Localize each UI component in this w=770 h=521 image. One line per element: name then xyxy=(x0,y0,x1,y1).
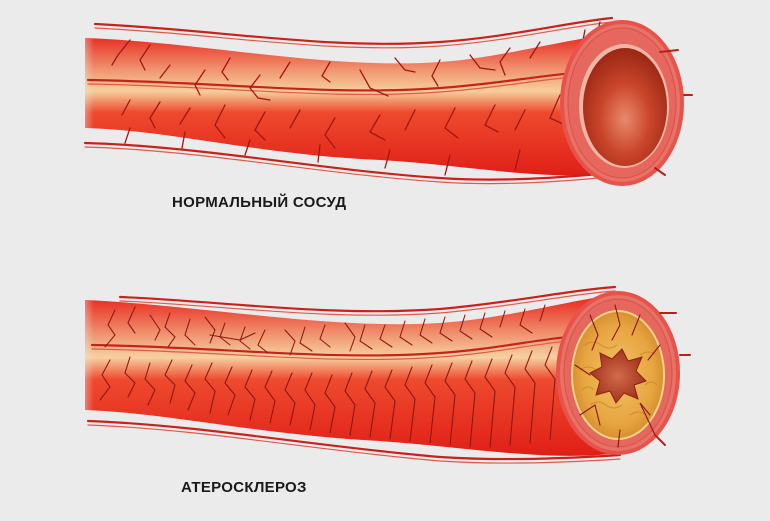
normal-vessel-label: НОРМАЛЬНЫЙ СОСУД xyxy=(172,194,347,211)
normal-vessel-illustration xyxy=(70,16,693,186)
atherosclerosis-vessel-label: АТЕРОСКЛЕРОЗ xyxy=(181,479,307,496)
atherosclerosis-vessel-illustration xyxy=(70,285,691,464)
